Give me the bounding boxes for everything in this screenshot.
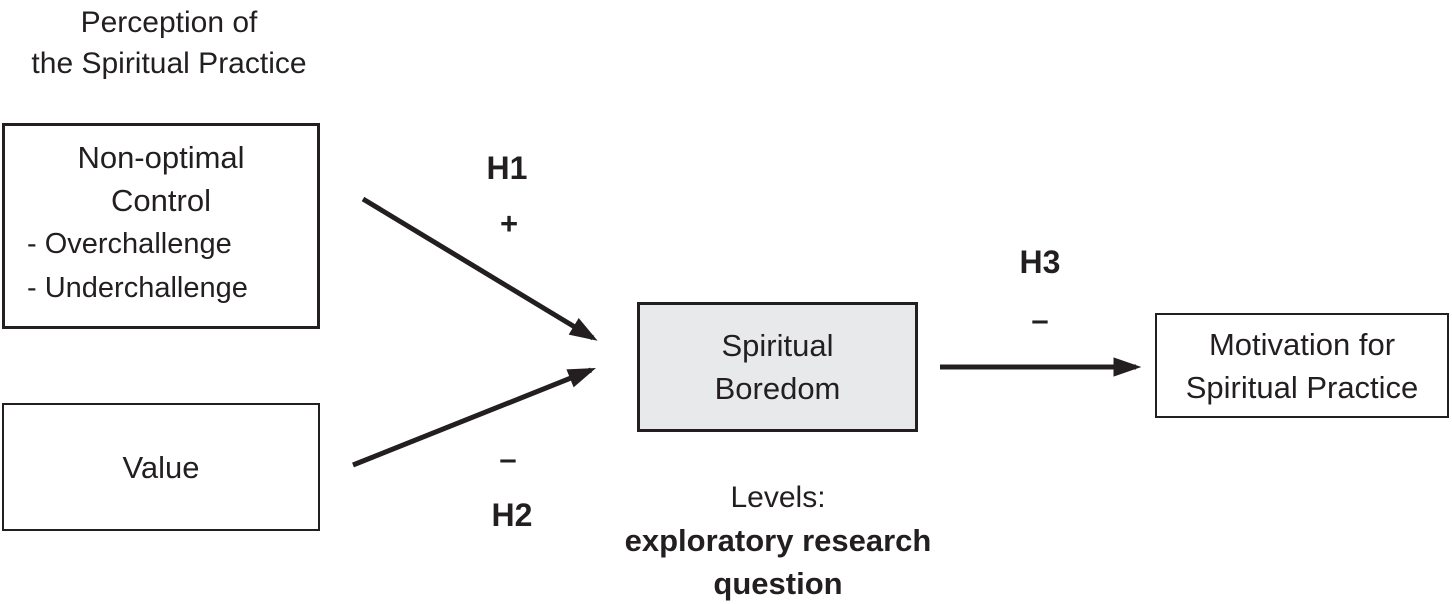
figure-header-line2: the Spiritual Practice [31,47,307,80]
control-box-title-line2: Control [111,183,211,218]
figure-header-line1: Perception of [80,6,258,39]
control-box-bullet-overchallenge: - Overchallenge [27,228,232,260]
non-optimal-control-box: Non-optimal Control - Overchallenge - Un… [2,123,320,329]
boredom-box-line2: Boredom [714,371,841,406]
motivation-box-line1: Motivation for [1208,326,1396,362]
boredom-box-line1: Spiritual [721,328,834,363]
spiritual-boredom-box: Spiritual Boredom [637,302,918,432]
control-box-title-line1: Non-optimal [77,140,245,175]
h3-sign: – [1031,302,1049,337]
h1-sign: + [499,206,519,241]
h2-label: H2 [491,497,533,533]
levels-note: Levels: exploratory research question [578,476,978,604]
levels-note-line2: exploratory research [624,523,932,558]
control-box-bullet-underchallenge: - Underchallenge [27,272,248,304]
h1-label: H1 [486,150,528,186]
value-box: Value [2,403,320,531]
value-box-label: Value [122,449,200,485]
levels-note-line1: Levels: [730,481,826,514]
h2-sign: – [499,441,517,476]
figure-header-label: Perception of the Spiritual Practice [0,2,338,84]
levels-note-line3: question [713,566,843,601]
h3-label: H3 [1019,244,1061,280]
motivation-box: Motivation for Spiritual Practice [1155,313,1449,418]
motivation-box-line2: Spiritual Practice [1185,369,1419,405]
